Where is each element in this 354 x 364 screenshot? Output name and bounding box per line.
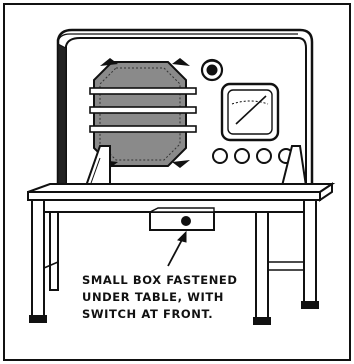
top-tuning-knob <box>200 58 224 82</box>
grille-bar-1 <box>89 87 197 95</box>
knob-1 <box>212 148 228 164</box>
knob-3 <box>256 148 272 164</box>
cabinet-feet <box>84 145 308 187</box>
picture-frame <box>3 3 351 361</box>
arrow-icon <box>167 230 187 267</box>
tuning-dial <box>220 82 280 142</box>
caption-line-1: SMALL BOX FASTENED <box>82 273 238 287</box>
table-legs <box>29 199 319 325</box>
speaker-grille <box>89 58 197 168</box>
grille-bar-2 <box>89 106 197 114</box>
caption-line-2: UNDER TABLE, WITH <box>82 290 225 304</box>
switch-box <box>149 207 215 231</box>
switch-knob <box>181 216 191 226</box>
caption: SMALL BOX FASTENED UNDER TABLE, WITH SWI… <box>82 272 302 323</box>
grille-bar-3 <box>89 125 197 133</box>
knob-2 <box>234 148 250 164</box>
caption-line-3: SWITCH AT FRONT. <box>82 307 214 321</box>
